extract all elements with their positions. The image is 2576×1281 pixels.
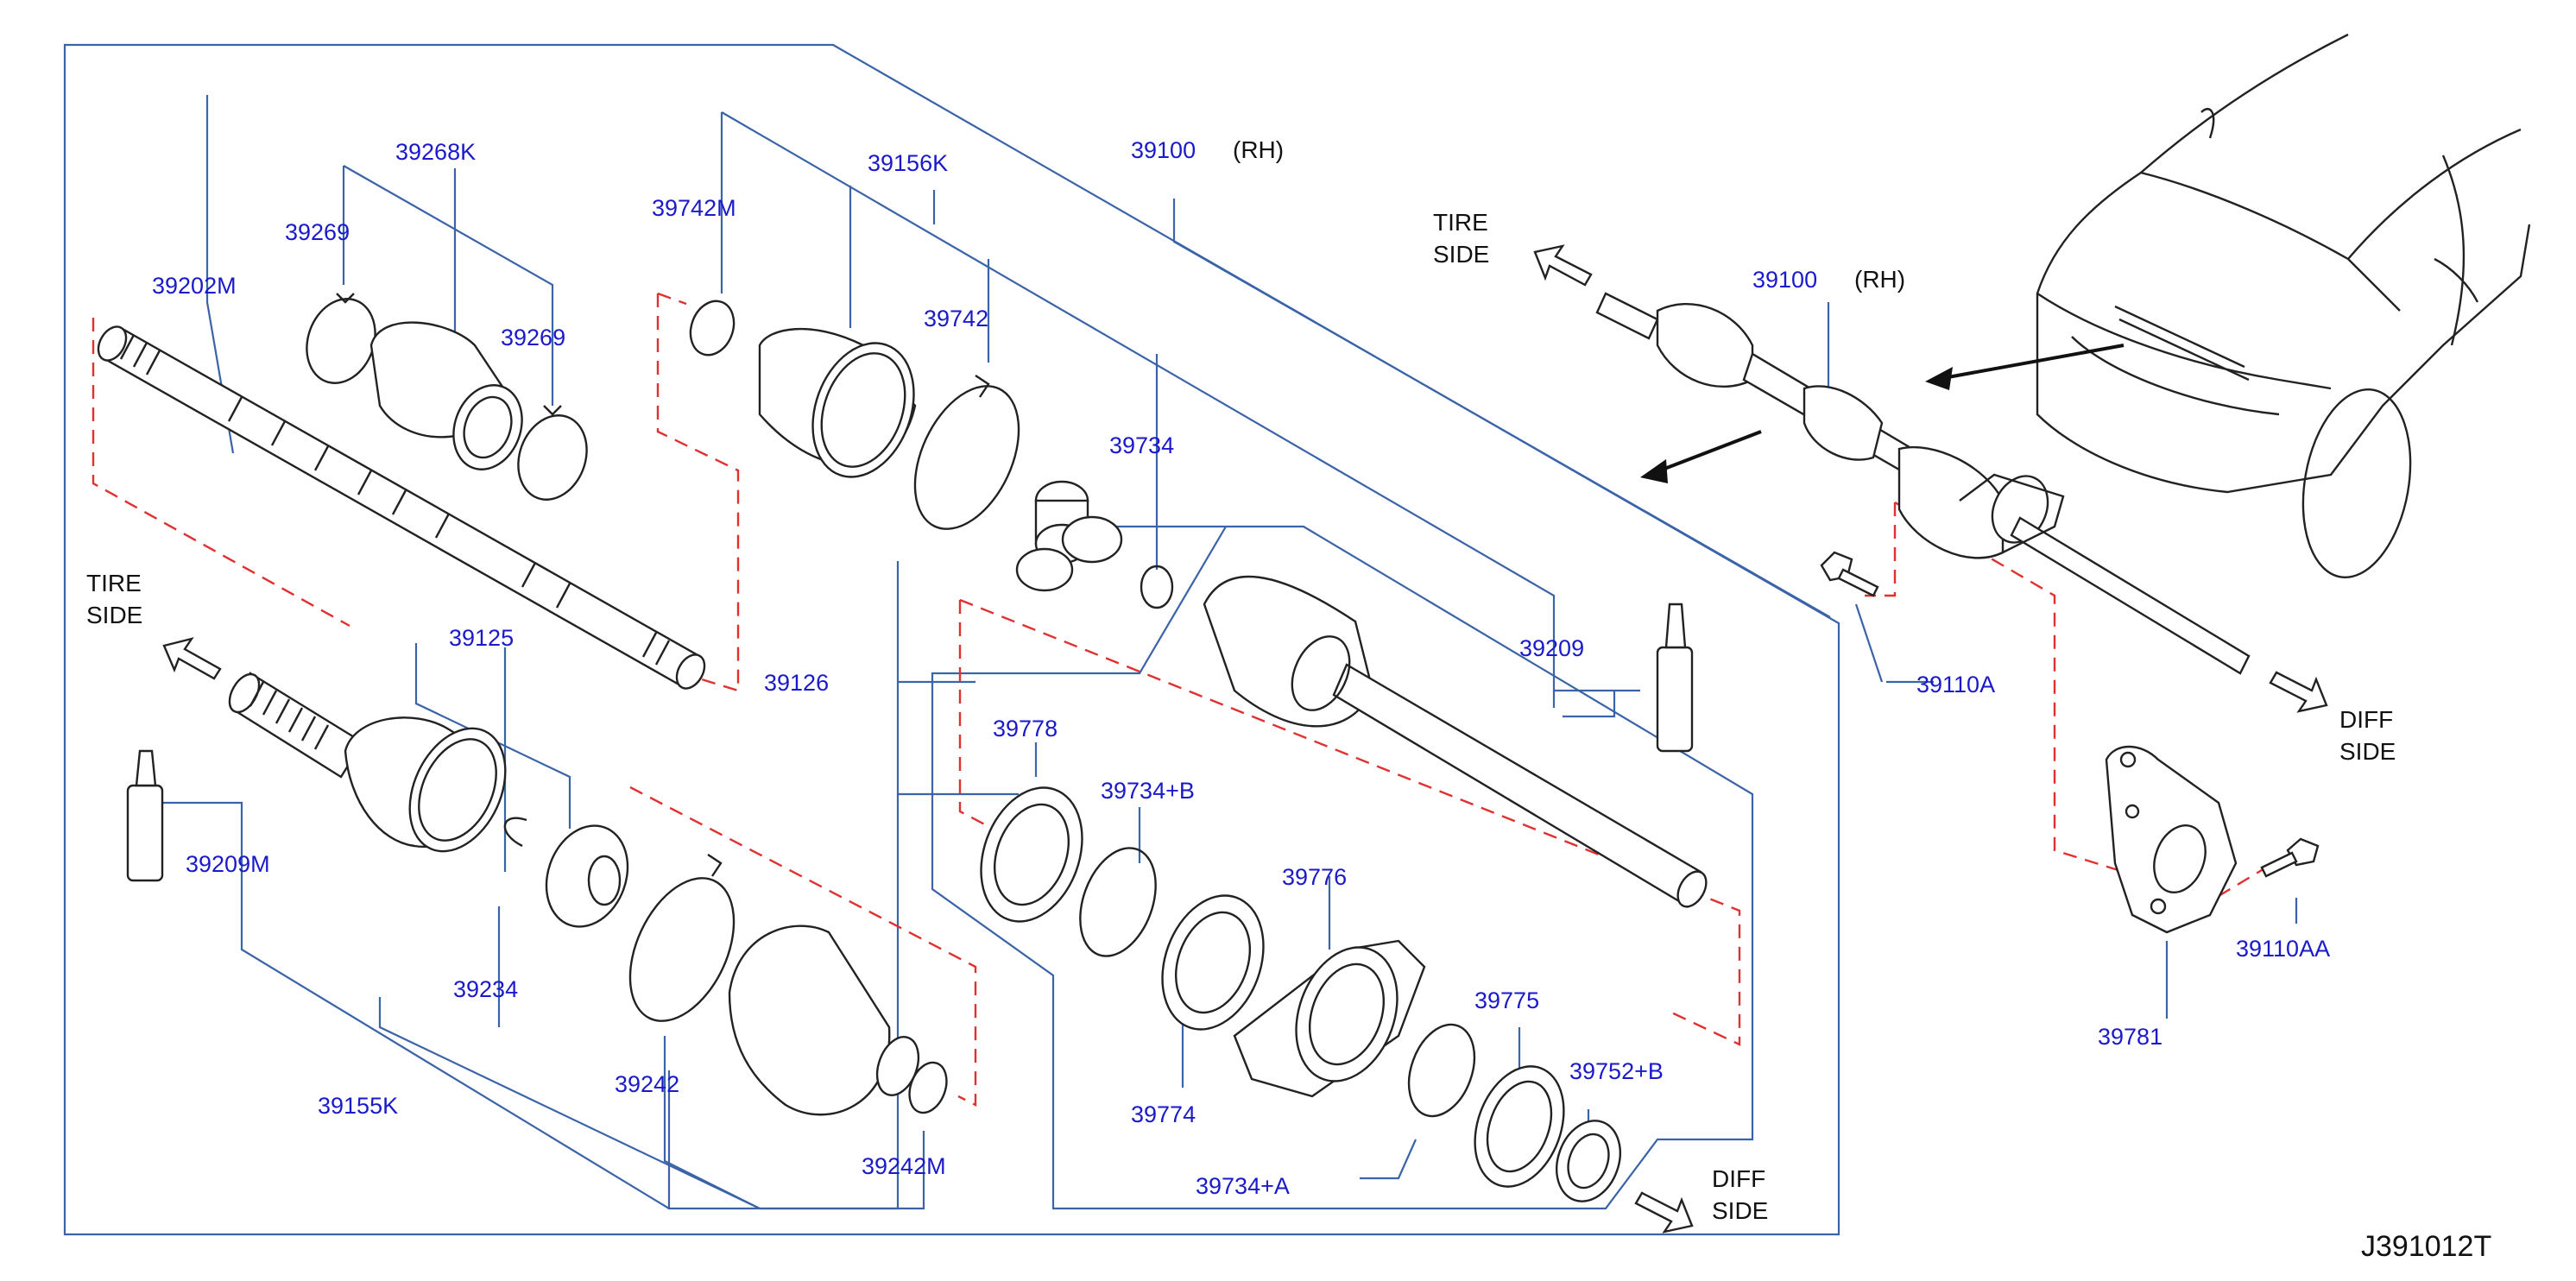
label-39776[interactable]: 39776 (1282, 864, 1347, 890)
inner-joint-shaft (1203, 575, 1708, 908)
diff-side-bottom-line2: SIDE (1712, 1197, 1768, 1224)
label-39156K[interactable]: 39156K (868, 150, 948, 176)
assembly-frame (63, 43, 1840, 1236)
assembled-driveshaft-39100 (1595, 292, 2251, 675)
direction-labels: TIRE SIDE TIRE SIDE DIFF SIDE DIFF SIDE (86, 209, 2396, 1224)
label-39100-assembly[interactable]: 39100 (1752, 267, 1817, 293)
diff-side-arrow-bottom (1634, 1191, 1694, 1234)
label-39734-b[interactable]: 39734+B (1101, 778, 1195, 804)
label-39202M[interactable]: 39202M (152, 273, 237, 299)
diff-side-right-line1: DIFF (2339, 706, 2393, 733)
bolt-39110AA (2260, 837, 2320, 878)
label-39242[interactable]: 39242 (615, 1071, 679, 1097)
label-39269-a[interactable]: 39269 (285, 219, 350, 245)
label-39110A[interactable]: 39110A (1916, 672, 1995, 697)
bolt-39110A (1820, 551, 1879, 597)
grease-tube-39209 (1656, 603, 1694, 753)
tire-side-left-line2: SIDE (86, 602, 142, 628)
boot-kit-39242 (628, 854, 948, 1116)
label-39155K[interactable]: 39155K (318, 1093, 398, 1119)
label-39126[interactable]: 39126 (764, 670, 829, 696)
label-39110AA[interactable]: 39110AA (2236, 936, 2330, 962)
tire-side-arrow-left (162, 637, 222, 680)
bracket-39781 (2105, 745, 2238, 934)
label-39734[interactable]: 39734 (1109, 432, 1174, 458)
bearing-stack (980, 786, 1621, 1202)
label-39778[interactable]: 39778 (993, 716, 1058, 741)
label-39100[interactable]: 39100 (1131, 137, 1196, 163)
label-39125[interactable]: 39125 (449, 625, 514, 651)
label-39209M[interactable]: 39209M (186, 851, 270, 877)
axle-shaft-39202M (97, 325, 706, 690)
tire-side-right-line2: SIDE (1433, 241, 1489, 268)
label-39774[interactable]: 39774 (1131, 1101, 1196, 1127)
label-39268K[interactable]: 39268K (395, 139, 476, 165)
label-39234[interactable]: 39234 (453, 976, 518, 1002)
label-39775[interactable]: 39775 (1474, 988, 1539, 1013)
pointer-arrows (1640, 344, 2125, 483)
label-39269-b[interactable]: 39269 (501, 325, 565, 350)
boot-kit-39268K (306, 293, 588, 501)
part-labels: 39268K 39269 39269 39202M 39742M 39156K … (152, 136, 2330, 1199)
label-39781[interactable]: 39781 (2098, 1024, 2162, 1050)
diff-side-bottom-line1: DIFF (1712, 1165, 1765, 1192)
label-39742M[interactable]: 39742M (652, 195, 736, 221)
grease-tube-39209M (126, 749, 164, 882)
label-39100-rh: (RH) (1233, 136, 1284, 163)
tire-side-arrow-right (1533, 244, 1593, 287)
label-39100-assembly-rh: (RH) (1854, 266, 1905, 293)
diff-side-arrow-right (2269, 671, 2328, 713)
label-39752-b[interactable]: 39752+B (1569, 1058, 1664, 1084)
diff-side-right-line2: SIDE (2339, 738, 2396, 765)
boot-kit-39156K (689, 300, 1020, 530)
cv-joint-39155K (228, 672, 629, 928)
label-39734-a[interactable]: 39734+A (1196, 1173, 1290, 1199)
tire-side-right-line1: TIRE (1433, 209, 1488, 236)
label-39242M[interactable]: 39242M (862, 1153, 946, 1179)
diagram-code: J391012T (2361, 1230, 2491, 1263)
label-39209[interactable]: 39209 (1519, 635, 1584, 661)
vehicle-sketch (2036, 33, 2531, 579)
tire-side-left-line1: TIRE (86, 570, 142, 596)
spider-assembly-39126 (1015, 480, 1174, 609)
label-39742[interactable]: 39742 (924, 306, 988, 331)
